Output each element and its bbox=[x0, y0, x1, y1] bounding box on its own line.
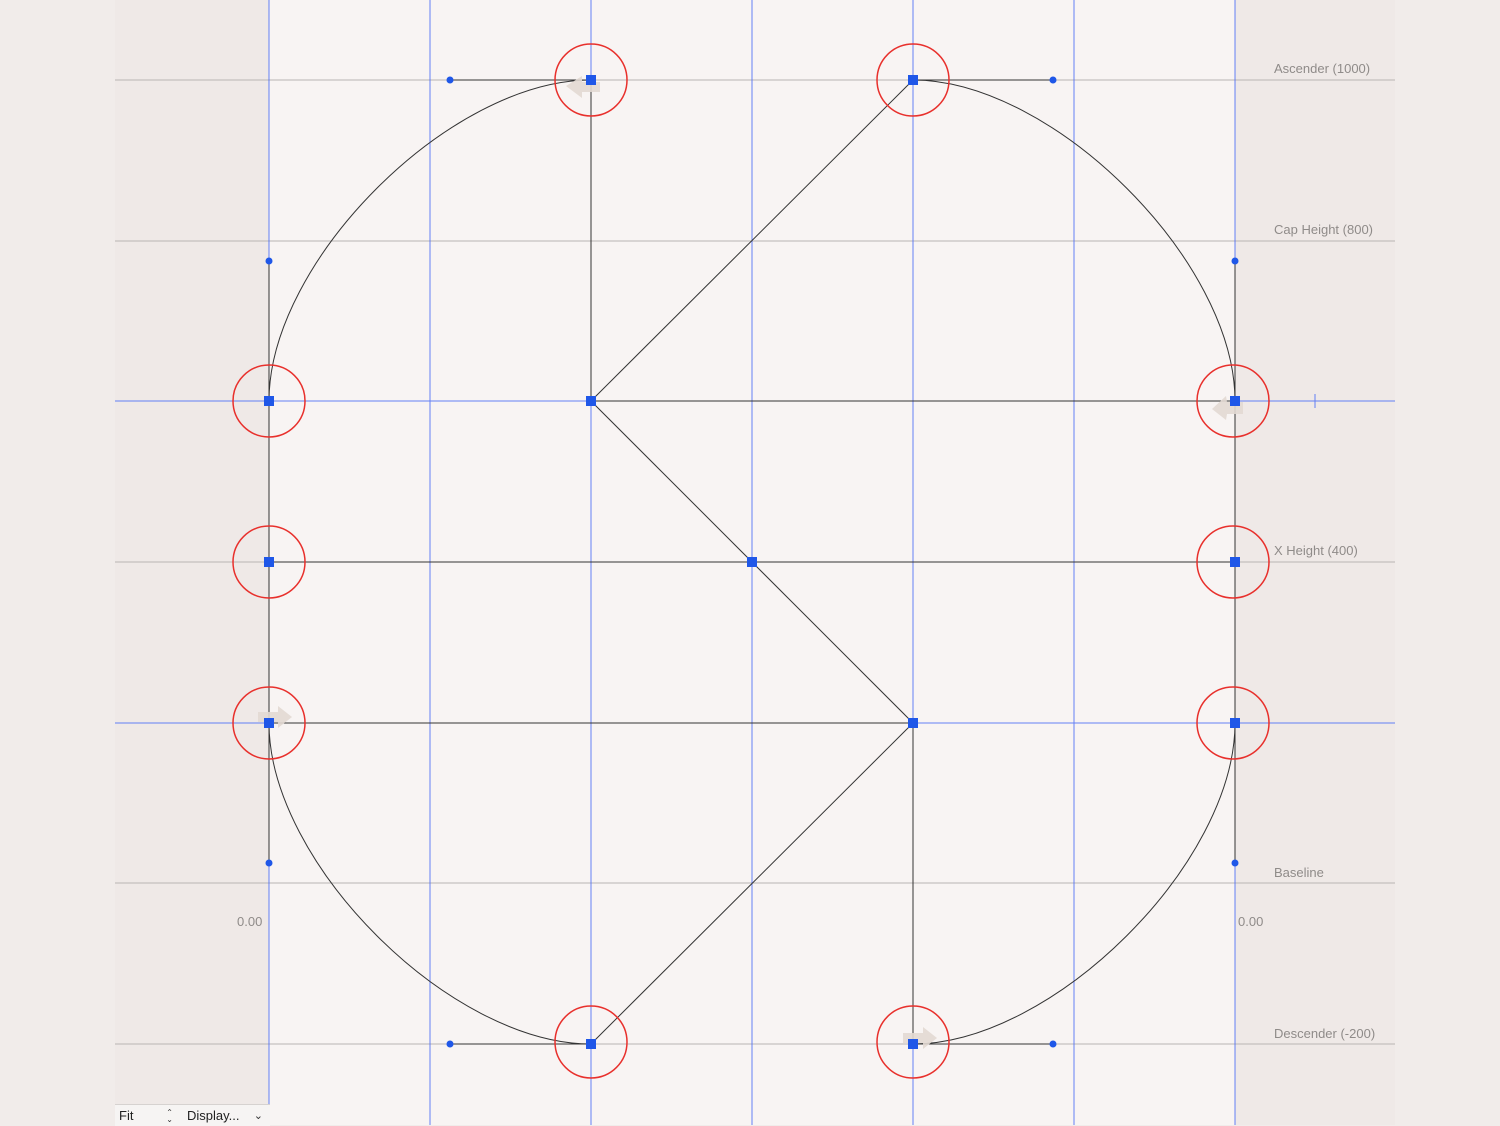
off-curve-handles[interactable] bbox=[265, 76, 1239, 1048]
x-height-label: X Height (400) bbox=[1274, 543, 1358, 558]
outer-curve-top-left[interactable] bbox=[268, 79, 592, 402]
on-curve-node[interactable] bbox=[1230, 557, 1240, 567]
descender-label: Descender (-200) bbox=[1274, 1026, 1375, 1041]
highlight-ring bbox=[554, 1005, 628, 1079]
zoom-select[interactable]: Fit ⌃⌄ bbox=[115, 1108, 177, 1123]
on-curve-nodes[interactable] bbox=[264, 75, 1240, 1049]
start-point-arrow-icon bbox=[903, 1027, 937, 1049]
highlight-ring bbox=[1196, 364, 1270, 438]
highlight-ring bbox=[232, 364, 306, 438]
off-curve-handle[interactable] bbox=[446, 1040, 454, 1048]
on-curve-node[interactable] bbox=[908, 718, 918, 728]
cap-height-label: Cap Height (800) bbox=[1274, 222, 1373, 237]
on-curve-node[interactable] bbox=[586, 75, 596, 85]
off-curve-handle[interactable] bbox=[265, 859, 273, 867]
highlight-rings bbox=[232, 43, 1270, 1079]
outer-curve-bottom-right[interactable] bbox=[912, 722, 1236, 1045]
off-curve-handle[interactable] bbox=[1049, 76, 1057, 84]
ascender-label: Ascender (1000) bbox=[1274, 61, 1370, 76]
on-curve-node[interactable] bbox=[908, 1039, 918, 1049]
off-curve-handle[interactable] bbox=[1231, 257, 1239, 265]
off-curve-handle[interactable] bbox=[446, 76, 454, 84]
on-curve-node[interactable] bbox=[1230, 718, 1240, 728]
outer-curve-bottom-left[interactable] bbox=[268, 722, 592, 1045]
contour-segment[interactable] bbox=[590, 79, 914, 402]
start-point-arrow-icon bbox=[566, 76, 600, 98]
off-curve-handle[interactable] bbox=[1231, 859, 1239, 867]
on-curve-node[interactable] bbox=[264, 557, 274, 567]
right-sidebearing-value: 0.00 bbox=[1238, 914, 1263, 929]
bottom-toolbar: Fit ⌃⌄ Display... ⌄ bbox=[115, 1104, 270, 1126]
highlight-ring bbox=[554, 43, 628, 117]
baseline-label: Baseline bbox=[1274, 865, 1324, 880]
glyph-contour[interactable] bbox=[268, 79, 1236, 1045]
on-curve-node[interactable] bbox=[747, 557, 757, 567]
left-sidebearing-value: 0.00 bbox=[237, 914, 262, 929]
up-down-chevron-icon: ⌃⌄ bbox=[166, 1107, 173, 1124]
on-curve-node[interactable] bbox=[908, 75, 918, 85]
display-label: Display... bbox=[187, 1108, 240, 1123]
outer-curve-top-right[interactable] bbox=[912, 79, 1236, 402]
zoom-label: Fit bbox=[119, 1108, 134, 1123]
contour-segment[interactable] bbox=[590, 722, 914, 1045]
on-curve-node[interactable] bbox=[264, 718, 274, 728]
highlight-ring bbox=[876, 1005, 950, 1079]
on-curve-node[interactable] bbox=[264, 396, 274, 406]
start-point-arrow-icon bbox=[258, 706, 292, 728]
on-curve-node[interactable] bbox=[586, 1039, 596, 1049]
off-curve-handle[interactable] bbox=[265, 257, 273, 265]
chevron-down-icon: ⌄ bbox=[253, 1110, 263, 1122]
on-curve-node[interactable] bbox=[586, 396, 596, 406]
highlight-ring bbox=[1196, 525, 1270, 599]
on-curve-node[interactable] bbox=[1230, 396, 1240, 406]
highlight-ring bbox=[232, 525, 306, 599]
highlight-ring bbox=[1196, 686, 1270, 760]
highlight-ring bbox=[876, 43, 950, 117]
off-curve-handle[interactable] bbox=[1049, 1040, 1057, 1048]
highlight-ring bbox=[232, 686, 306, 760]
display-select[interactable]: Display... ⌄ bbox=[177, 1108, 265, 1123]
handle-lines bbox=[268, 79, 1236, 1045]
